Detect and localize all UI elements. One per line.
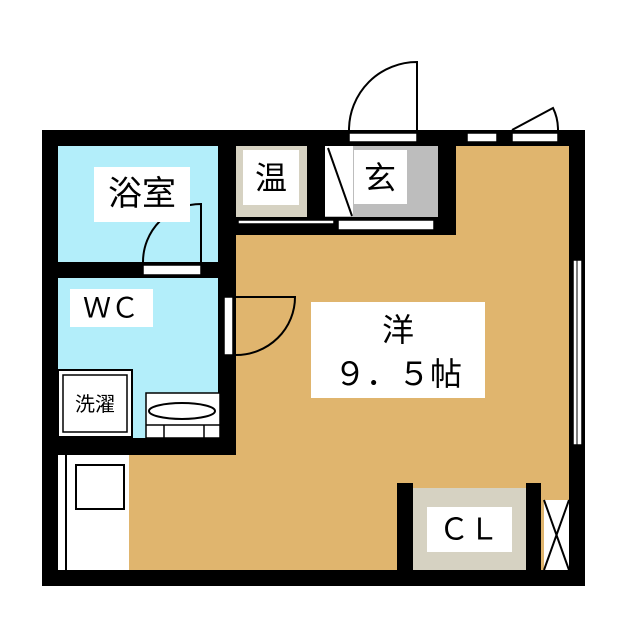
bathroom-door[interactable] [142,264,202,276]
bathroom-label: 浴室 [108,174,176,214]
entrance-label: 玄 [364,159,396,197]
toilet-door[interactable] [223,296,234,356]
stove-icon [75,464,125,510]
entrance-step-2[interactable] [337,219,435,231]
wash-basin-icon [145,392,221,439]
toilet-label: ＷＣ [83,292,139,325]
entrance-door[interactable] [348,132,418,143]
western-room-type-label: 洋 [382,311,414,349]
closet-label: ＣＬ [439,513,499,548]
western-room-floor-left [129,455,239,570]
water-heater-label: 温 [255,159,287,197]
laundry-label: 洗濯 [75,392,115,416]
window-top-2 [511,132,559,143]
entrance-step-1 [237,219,335,225]
storage-x-icon [543,499,570,571]
western-room-size-label: ９．５帖 [334,355,462,393]
window-top-1 [466,132,498,143]
